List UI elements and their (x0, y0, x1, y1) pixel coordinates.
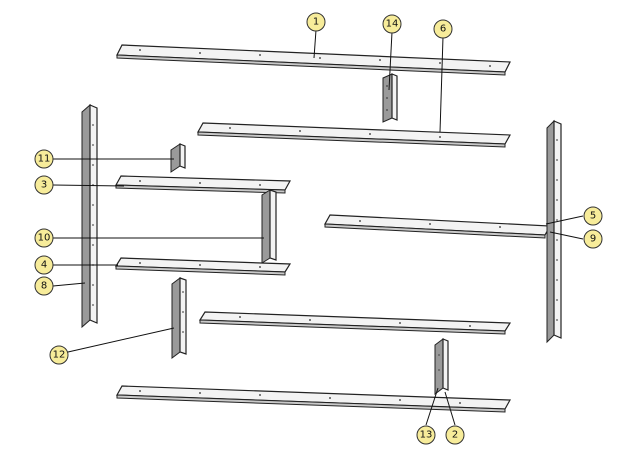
callout-2: 2 (445, 425, 465, 445)
bracket-14 (382, 73, 398, 123)
shelf-5 (324, 214, 551, 239)
divider-10 (261, 189, 277, 264)
callout-12: 12 (49, 345, 69, 365)
svg-text:9: 9 (590, 234, 596, 245)
shelf-1 (116, 44, 511, 76)
callout-8: 8 (34, 276, 54, 296)
callout-14: 14 (382, 14, 402, 34)
svg-text:2: 2 (452, 430, 458, 441)
leader-lines (52, 29, 584, 426)
svg-text:11: 11 (38, 154, 51, 165)
svg-text:8: 8 (41, 281, 47, 292)
callout-4: 4 (34, 255, 54, 275)
bracket-12 (171, 277, 187, 359)
callout-6: 6 (433, 19, 453, 39)
callout-13: 13 (416, 425, 436, 445)
upright-9 (546, 119, 562, 344)
shelf-lower (198, 311, 512, 335)
svg-text:4: 4 (41, 260, 47, 271)
callout-10: 10 (34, 228, 54, 248)
callout-5: 5 (583, 206, 603, 226)
bracket-13 (434, 338, 449, 395)
svg-text:13: 13 (420, 430, 433, 441)
svg-text:1: 1 (313, 17, 319, 28)
svg-text:10: 10 (38, 233, 51, 244)
bracket-11 (170, 143, 186, 173)
shelf-6 (197, 122, 511, 148)
shelf-2 (116, 385, 511, 413)
shelf-4 (114, 257, 292, 276)
svg-text:3: 3 (41, 180, 47, 191)
svg-text:12: 12 (53, 350, 66, 361)
callout-3: 3 (34, 175, 54, 195)
callout-9: 9 (583, 229, 603, 249)
svg-text:6: 6 (440, 24, 446, 35)
shelf-3 (114, 175, 292, 194)
callout-11: 11 (34, 149, 54, 169)
upright-8 (81, 103, 98, 329)
callout-1: 1 (306, 12, 326, 32)
svg-text:5: 5 (590, 211, 596, 222)
svg-text:14: 14 (386, 19, 399, 30)
